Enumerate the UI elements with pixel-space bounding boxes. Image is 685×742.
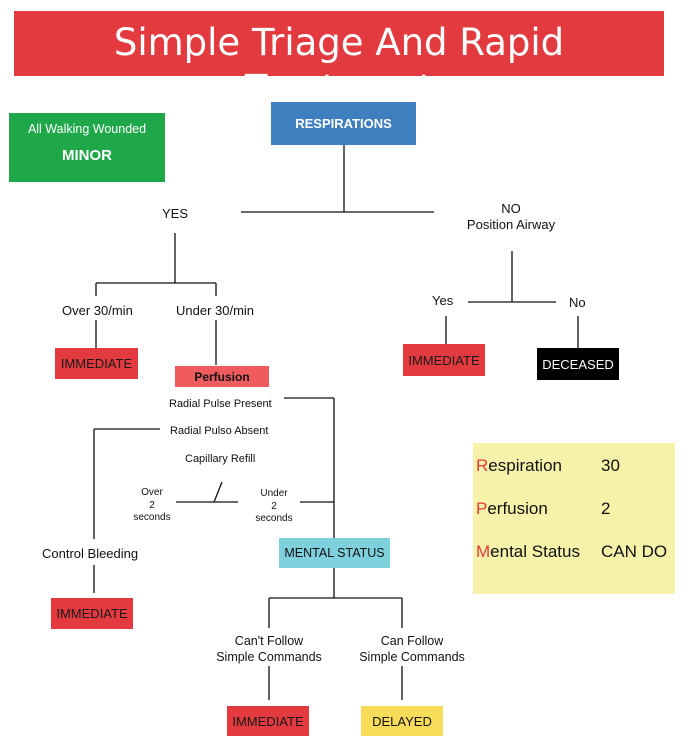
immediate-label: IMMEDIATE — [408, 352, 480, 368]
over-30-label: Over 30/min — [62, 303, 133, 318]
delayed-box: DELAYED — [361, 706, 443, 736]
cant-follow-label: Can't Follow Simple Commands — [199, 634, 339, 665]
no-label: NO — [501, 201, 521, 216]
control-bleeding-label: Control Bleeding — [42, 546, 139, 561]
legend-mental-status-rest: ental Status — [490, 542, 580, 561]
under-30-label: Under 30/min — [176, 303, 255, 318]
deceased-box: DECEASED — [537, 348, 619, 380]
mental-status-box: MENTAL STATUS — [279, 538, 390, 568]
page-title: Simple Triage And Rapid Treatment — [113, 21, 565, 110]
perfusion-box: Perfusion — [175, 366, 269, 387]
legend-perfusion-value: 2 — [601, 499, 611, 518]
legend-mental-status: Mental Status — [476, 542, 580, 562]
over-2-line1: Over — [141, 487, 163, 498]
under-2-seconds-label: Under 2 seconds — [244, 488, 304, 526]
legend-perfusion-initial: P — [476, 499, 488, 518]
legend-perfusion: Perfusion — [476, 499, 548, 519]
yes-label: YES — [162, 206, 189, 221]
legend-mental-status-value: CAN DO — [601, 542, 668, 561]
minor-label: MINOR — [62, 147, 112, 164]
title-banner: Simple Triage And Rapid Treatment — [14, 11, 664, 110]
can-follow-line1: Can Follow — [380, 634, 444, 648]
perfusion-label: Perfusion — [194, 369, 250, 384]
immediate-label: IMMEDIATE — [232, 713, 304, 729]
radial-pulse-absent-label: Radial Pulso Absent — [170, 425, 269, 437]
immediate-box-mental: IMMEDIATE — [227, 706, 309, 736]
cant-follow-line1: Can't Follow — [234, 634, 304, 648]
cant-follow-line2: Simple Commands — [216, 649, 322, 664]
rpm-legend: Respiration 30 Perfusion 2 Mental Status… — [473, 443, 675, 594]
mental-status-label: MENTAL STATUS — [284, 546, 385, 560]
over-2-line3: seconds — [133, 512, 171, 523]
legend-respiration-initial: R — [476, 456, 489, 475]
radial-pulse-present-label: Radial Pulse Present — [169, 398, 272, 410]
legend-respiration: Respiration — [476, 456, 562, 476]
under-2-line2: 2 — [271, 500, 277, 512]
airway-yes-label: Yes — [432, 293, 454, 308]
can-follow-label: Can Follow Simple Commands — [342, 634, 482, 665]
immediate-label: IMMEDIATE — [56, 606, 128, 621]
walking-wounded-label: All Walking Wounded — [27, 122, 147, 136]
respirations-box: RESPIRATIONS — [271, 102, 416, 145]
walking-wounded-box: All Walking Wounded MINOR — [9, 113, 165, 182]
immediate-label: IMMEDIATE — [60, 356, 133, 371]
immediate-box-over30: IMMEDIATE — [55, 348, 138, 379]
airway-no-label: No — [569, 295, 586, 310]
over-2-line2: 2 — [149, 499, 155, 511]
legend-perfusion-rest: erfusion — [487, 499, 548, 518]
under-2-line1: Under — [260, 488, 288, 499]
over-2-seconds-label: Over 2 seconds — [122, 487, 182, 525]
under-2-line3: seconds — [255, 513, 293, 524]
legend-respiration-rest: espiration — [488, 456, 562, 475]
capillary-refill-label: Capillary Refill — [185, 453, 256, 465]
immediate-box-airway: IMMEDIATE — [403, 344, 485, 376]
respirations-label: RESPIRATIONS — [295, 116, 392, 131]
legend-respiration-value: 30 — [601, 456, 620, 475]
delayed-label: DELAYED — [372, 713, 432, 729]
can-follow-line2: Simple Commands — [359, 649, 465, 664]
legend-mental-status-initial: M — [476, 542, 491, 561]
immediate-box-bleeding: IMMEDIATE — [51, 598, 133, 629]
position-airway-label: Position Airway — [466, 217, 556, 232]
deceased-label: DECEASED — [542, 356, 614, 372]
